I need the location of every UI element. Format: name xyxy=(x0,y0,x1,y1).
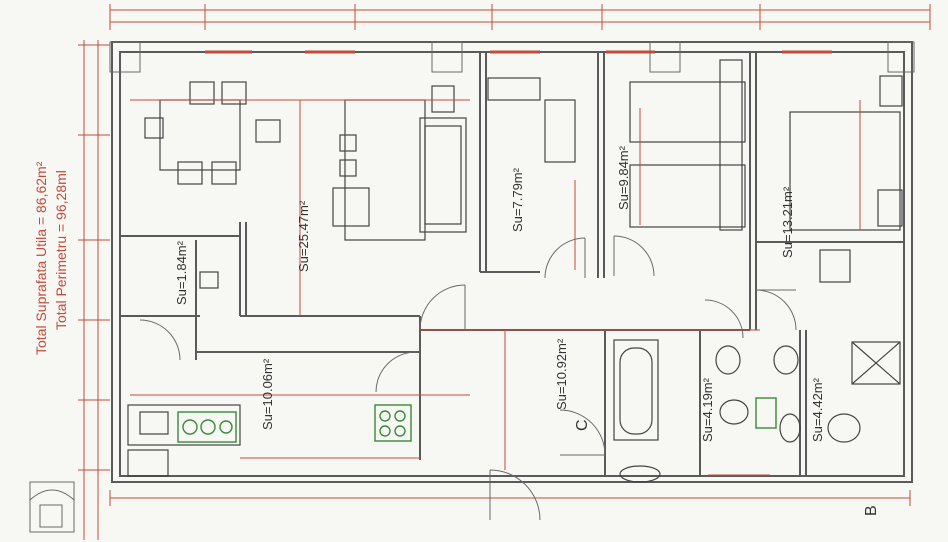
windows xyxy=(109,41,915,73)
doors xyxy=(139,235,797,521)
section-marker-c: C xyxy=(574,419,591,431)
room-label-bedroom-mid: Su=9.84m² xyxy=(616,145,631,210)
total-perimeter: Total Perimetru = 96,28ml xyxy=(53,170,69,330)
total-useful-area: Total Suprafata Utila = 86,62m² xyxy=(33,161,49,355)
room-label-bedroom-small: Su=7.79m² xyxy=(510,167,525,232)
section-marker-b: B xyxy=(863,505,880,516)
left-dimension-line xyxy=(78,40,110,540)
bathroom-fixtures xyxy=(613,249,901,483)
top-dimension-line xyxy=(109,4,931,30)
totals-block: Total Suprafata Utila = 86,62m² Total Pe… xyxy=(33,161,69,355)
room-label-hall: Su=10.92m² xyxy=(554,338,569,410)
exterior-walls xyxy=(111,41,913,483)
room-label-storage: Su=1.84m² xyxy=(174,240,189,305)
room-label-kitchen: Su=10.06m² xyxy=(260,358,275,430)
bottom-dimension-line xyxy=(109,490,911,506)
interior-walls xyxy=(120,52,904,476)
kitchen-counter xyxy=(127,271,412,477)
room-label-wc: Su=4.42m² xyxy=(810,377,825,442)
room-label-living: Su=25.47m² xyxy=(296,200,311,272)
room-area-labels: Su=25.47m² Su=7.79m² Su=9.84m² Su=13.21m… xyxy=(174,145,825,442)
room-label-bedroom-large: Su=13.21m² xyxy=(780,186,795,258)
living-room-furniture xyxy=(144,81,467,241)
room-dimension-guides xyxy=(130,99,861,476)
entrance-detail xyxy=(29,481,75,533)
room-label-bathroom: Su=4.19m² xyxy=(700,377,715,442)
bedroom-furniture xyxy=(487,59,903,231)
